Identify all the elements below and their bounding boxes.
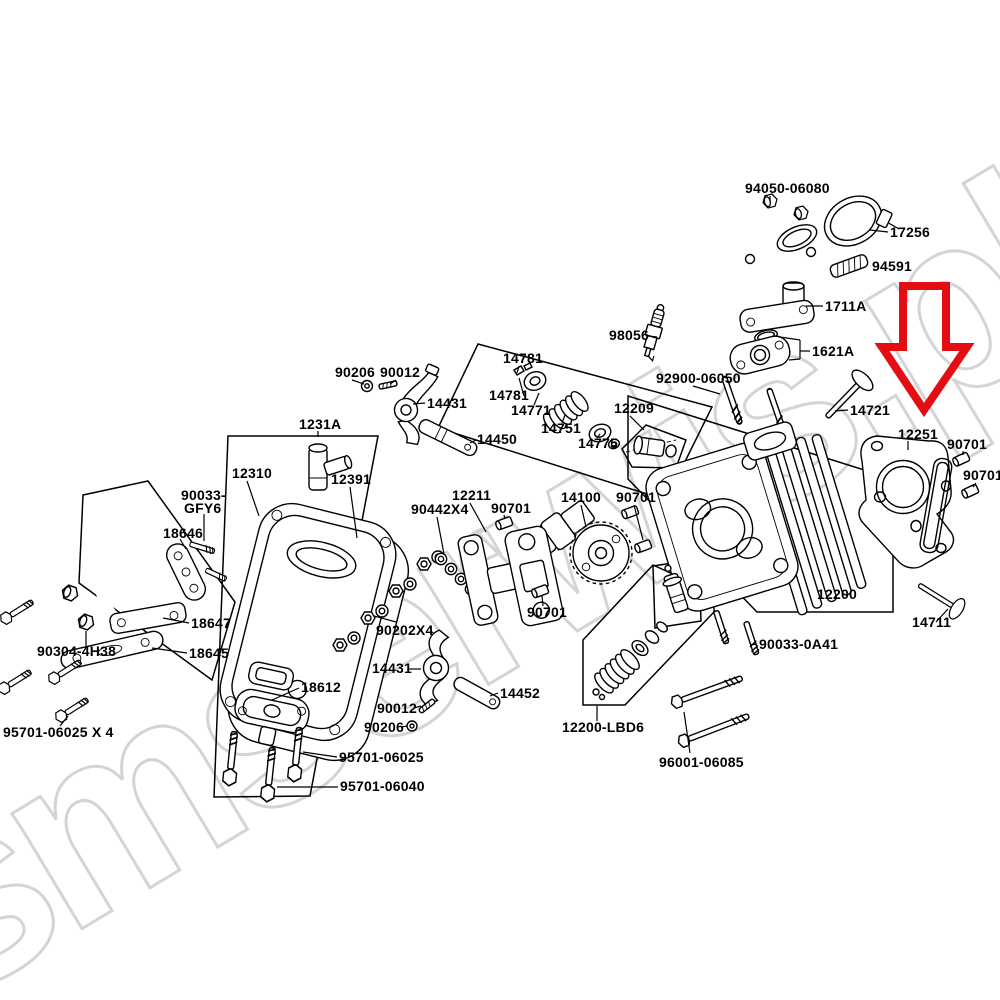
label-1711A: 1711A — [825, 298, 866, 314]
rocker-arm-lower — [419, 629, 450, 706]
label-95701-06025: 95701-06025 — [339, 749, 424, 765]
adjuster-nut-top — [360, 379, 374, 393]
label-14751: 14751 — [541, 420, 581, 436]
label-98056: 98056 — [609, 327, 649, 343]
label-1231A: 1231A — [299, 416, 341, 432]
label-96001-06085: 96001-06085 — [659, 754, 744, 770]
label-12391: 12391 — [331, 471, 371, 487]
rocker-arm-top — [393, 363, 440, 446]
label-90701-cam: 90701 — [616, 489, 656, 505]
label-14450: 14450 — [477, 431, 517, 447]
spring-retainer-14771 — [523, 370, 547, 392]
label-12251: 12251 — [898, 426, 938, 442]
hose-clamp — [823, 195, 900, 247]
label-90701-mid: 90701 — [491, 500, 531, 516]
label-90033-0A41: 90033-0A41 — [759, 636, 838, 652]
label-1621A: 1621A — [812, 343, 854, 359]
label-90033-gfy6-line1: 90033- — [181, 487, 226, 503]
rocker-shaft-14452 — [453, 676, 501, 710]
part-labels: 94050-06080 17256 94591 1711A 1621A 9290… — [3, 180, 1000, 794]
label-18645: 18645 — [189, 645, 229, 661]
intake-manifold — [735, 214, 818, 333]
label-94050-06080: 94050-06080 — [745, 180, 830, 196]
valve-seal-box — [621, 424, 687, 469]
valve-stem-seal — [625, 435, 677, 458]
label-90033-gfy6-line2: GFY6 — [184, 500, 221, 516]
label-18647: 18647 — [191, 615, 231, 631]
label-14781-b: 14781 — [489, 387, 529, 403]
label-18612: 18612 — [301, 679, 341, 695]
label-90012-top: 90012 — [380, 364, 420, 380]
seat-ring-14775b — [607, 438, 621, 450]
dowel-pin-90701-b — [960, 483, 980, 500]
label-90442X4: 90442X4 — [411, 501, 468, 517]
highlight-arrow — [874, 282, 975, 418]
label-17256: 17256 — [890, 224, 930, 240]
cap-nut-90304-a — [59, 582, 81, 604]
label-92900-06050: 92900-06050 — [656, 370, 741, 386]
label-14711: 14711 — [912, 614, 951, 630]
label-14781-a: 14781 — [503, 350, 543, 366]
label-14431-low: 14431 — [372, 660, 412, 676]
label-14775: 14775 — [578, 435, 618, 451]
label-90701-r2: 90701 — [963, 467, 1000, 483]
label-12209: 12209 — [614, 400, 654, 416]
valve-cotters-14781 — [513, 362, 533, 376]
label-12200: 12200 — [817, 586, 857, 602]
head-gasket-12251 — [858, 435, 955, 569]
breather-elbow — [308, 443, 353, 491]
red-arrow-down-icon — [874, 282, 975, 418]
insulator-1621A — [729, 329, 791, 375]
label-95701-06025x4: 95701-06025 X 4 — [3, 724, 113, 740]
spring-seat-14775 — [588, 423, 612, 443]
adjuster-screw-low — [418, 698, 436, 714]
label-90206-top: 90206 — [335, 364, 375, 380]
cylinder-head-box — [627, 394, 894, 613]
label-14721: 14721 — [850, 402, 890, 418]
cover-group-box — [213, 435, 379, 798]
label-14771: 14771 — [511, 402, 551, 418]
label-14452: 14452 — [500, 685, 540, 701]
label-90206-low: 90206 — [364, 719, 404, 735]
cylinder-head — [645, 421, 867, 616]
label-94591: 94591 — [872, 258, 912, 274]
rocker-shaft-14450 — [418, 419, 478, 457]
plate-18612-group — [221, 661, 310, 804]
label-18646: 18646 — [163, 525, 203, 541]
dowel-pin-94591 — [829, 254, 869, 278]
label-12200-LBD6: 12200-LBD6 — [562, 719, 644, 735]
part-drawings — [0, 192, 980, 804]
stay-18647 — [109, 601, 187, 635]
flange-bolt-96001-b — [675, 709, 752, 750]
leader-lines — [59, 196, 977, 788]
flange-bolt-96001-a — [668, 671, 745, 711]
label-12310: 12310 — [232, 465, 272, 481]
label-14431-top: 14431 — [427, 395, 467, 411]
label-14100: 14100 — [561, 489, 601, 505]
group-boxes — [78, 343, 894, 798]
cap-nut-90304-b — [75, 611, 97, 633]
adjuster-nut-low — [406, 720, 418, 732]
valve-guide-kit — [590, 564, 689, 701]
studs-90033-0A41 — [711, 609, 762, 657]
label-95701-06040: 95701-06040 — [340, 778, 425, 794]
label-90202X4: 90202X4 — [376, 622, 433, 638]
label-12211: 12211 — [452, 487, 491, 503]
label-90304-4H38: 90304-4H38 — [37, 643, 116, 659]
label-90012-low: 90012 — [377, 700, 417, 716]
label-90701-low: 90701 — [527, 604, 567, 620]
plate-18646 — [165, 543, 207, 601]
stay-group-box — [78, 480, 236, 682]
label-90701-r1: 90701 — [947, 436, 987, 452]
